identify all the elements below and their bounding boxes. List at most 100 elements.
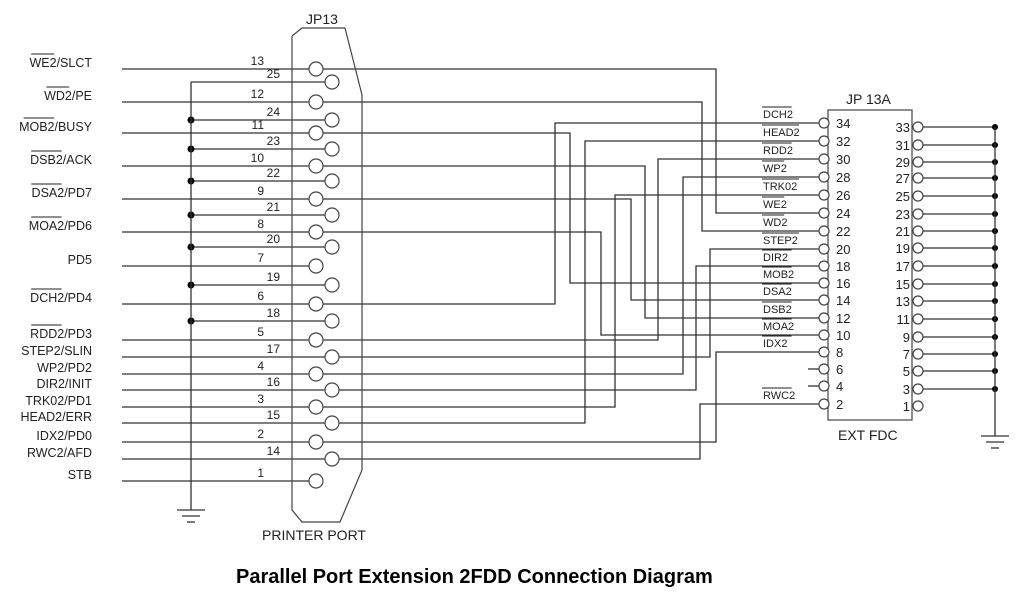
jp13-signal-label: WE2/SLCT (29, 56, 92, 70)
jp13-pin-number: 18 (267, 306, 281, 320)
signal-label-step2: STEP2 (763, 235, 798, 247)
jp13-pin-number: 10 (251, 151, 265, 165)
jp13a-pin-number: 28 (836, 170, 850, 185)
jp13a-pin-number: 23 (896, 207, 910, 222)
jp13a-pin-number: 7 (903, 347, 910, 362)
signal-wire-5 (122, 158, 819, 341)
signal-label-idx2: IDX2 (763, 338, 787, 350)
jp13-signal-label: MOA2/PD6 (29, 219, 92, 233)
jp13a-pin-21 (912, 225, 924, 237)
jp13-pin-number: 21 (267, 200, 281, 214)
jp13a-pin-number: 31 (896, 138, 910, 153)
jp13-pin-number: 2 (257, 427, 264, 441)
jp13a-pin-number: 25 (896, 189, 910, 204)
jp13a-pin-30 (818, 153, 830, 165)
jp13-pin-4 (308, 366, 324, 382)
jp13-caption: PRINTER PORT (262, 527, 366, 543)
jp13a-pin-number: 8 (836, 345, 843, 360)
jp13-signal-label: DCH2/PD4 (30, 291, 92, 305)
jp13a-pin-number: 18 (836, 259, 850, 274)
signal-wire-9 (122, 198, 819, 301)
signal-wire-17 (122, 248, 819, 358)
jp13a-pin-number: 14 (836, 293, 850, 308)
jp13-pin-9 (308, 191, 324, 207)
jp13-pin-number: 7 (257, 251, 264, 265)
jp13-pin-17 (324, 349, 340, 365)
jp13a-pin-34 (818, 117, 830, 129)
jp13a-pin-1 (912, 400, 924, 412)
jp13a-pin-2 (818, 398, 830, 410)
jp13a-pin-number: 24 (836, 206, 850, 221)
signal-label-rwc2: RWC2 (763, 390, 795, 402)
signal-label-wd2: WD2 (763, 217, 787, 229)
jp13-signal-label: RWC2/AFD (27, 446, 92, 460)
jp13-pin-number: 20 (267, 232, 281, 246)
jp13-signal-label: IDX2/PD0 (36, 429, 92, 443)
signal-label-rdd2: RDD2 (763, 145, 793, 157)
jp13a-name: JP 13A (846, 91, 892, 107)
jp13a-caption: EXT FDC (838, 427, 898, 443)
jp13a-pin-number: 13 (896, 294, 910, 309)
signal-label-dsb2: DSB2 (763, 304, 792, 316)
signal-wire-11 (122, 132, 819, 284)
jp13a-pin-number: 16 (836, 276, 850, 291)
signal-wire-12 (122, 101, 819, 232)
jp13a-pin-number: 33 (896, 120, 910, 135)
jp13-pin-25 (324, 74, 340, 90)
jp13a-pin-24 (818, 207, 830, 219)
jp13a-pin-3 (912, 383, 924, 395)
signal-wire-14 (122, 403, 819, 460)
jp13a-pin-32 (818, 135, 830, 147)
jp13-pin-number: 9 (257, 184, 264, 198)
diagram-title: Parallel Port Extension 2FDD Connection … (236, 566, 713, 588)
jp13-pin-7 (308, 258, 324, 274)
jp13-signal-label: DSB2/ACK (30, 153, 92, 167)
jp13a-pin-number: 9 (903, 330, 910, 345)
jp13-signal-label: STEP2/SLIN (21, 344, 92, 358)
jp13-pin-14 (324, 451, 340, 467)
jp13a-pin-8 (818, 346, 830, 358)
jp13-pin-16 (324, 382, 340, 398)
jp13a-pin-22 (818, 225, 830, 237)
signal-wire-16 (122, 265, 819, 391)
jp13a-pin-15 (912, 278, 924, 290)
jp13-pin-21 (324, 207, 340, 223)
jp13-pin-12 (308, 94, 324, 110)
jp13a-pin-33 (912, 121, 924, 133)
jp13a-pin-number: 34 (836, 116, 850, 131)
jp13-pin-number: 11 (252, 118, 265, 132)
jp13a-pin-16 (818, 277, 830, 289)
jp13a-pin-10 (818, 329, 830, 341)
jp13a-pin-9 (912, 331, 924, 343)
jp13-pin-13 (308, 61, 324, 77)
jp13-signal-label: HEAD2/ERR (20, 410, 92, 424)
jp13-pin-24 (324, 112, 340, 128)
jp13-pin-8 (308, 224, 324, 240)
jp13-pin-23 (324, 141, 340, 157)
signal-label-dsa2: DSA2 (763, 286, 792, 298)
jp13-pin-number: 25 (267, 67, 281, 81)
wires (122, 68, 1009, 523)
jp13a-pin-11 (912, 313, 924, 325)
jp13-pin-18 (324, 313, 340, 329)
jp13a-pin-number: 15 (896, 277, 910, 292)
jp13-pin-22 (324, 173, 340, 189)
jp13a-pin-7 (912, 348, 924, 360)
jp13-pin-number: 4 (257, 359, 264, 373)
jp13a-pin-number: 12 (836, 311, 850, 326)
signal-wire-10 (122, 165, 819, 319)
jp13-pin-number: 16 (267, 375, 281, 389)
signal-label-wp2: WP2 (763, 163, 787, 175)
signal-wire-15 (122, 140, 819, 424)
jp13-body (291, 27, 363, 523)
jp13a-pin-number: 29 (896, 155, 910, 170)
jp13a-pin-14 (818, 294, 830, 306)
jp13a-pin-4 (818, 380, 830, 392)
jp13a-pin-number: 20 (836, 242, 850, 257)
signal-label-head2: HEAD2 (763, 127, 800, 139)
jp13a-pin-number: 6 (836, 362, 843, 377)
jp13a-pin-number: 10 (836, 328, 850, 343)
jp13-signal-label: DSA2/PD7 (32, 186, 92, 200)
jp13-pin-number: 19 (267, 270, 281, 284)
jp13-signal-label: PD5 (68, 253, 92, 267)
